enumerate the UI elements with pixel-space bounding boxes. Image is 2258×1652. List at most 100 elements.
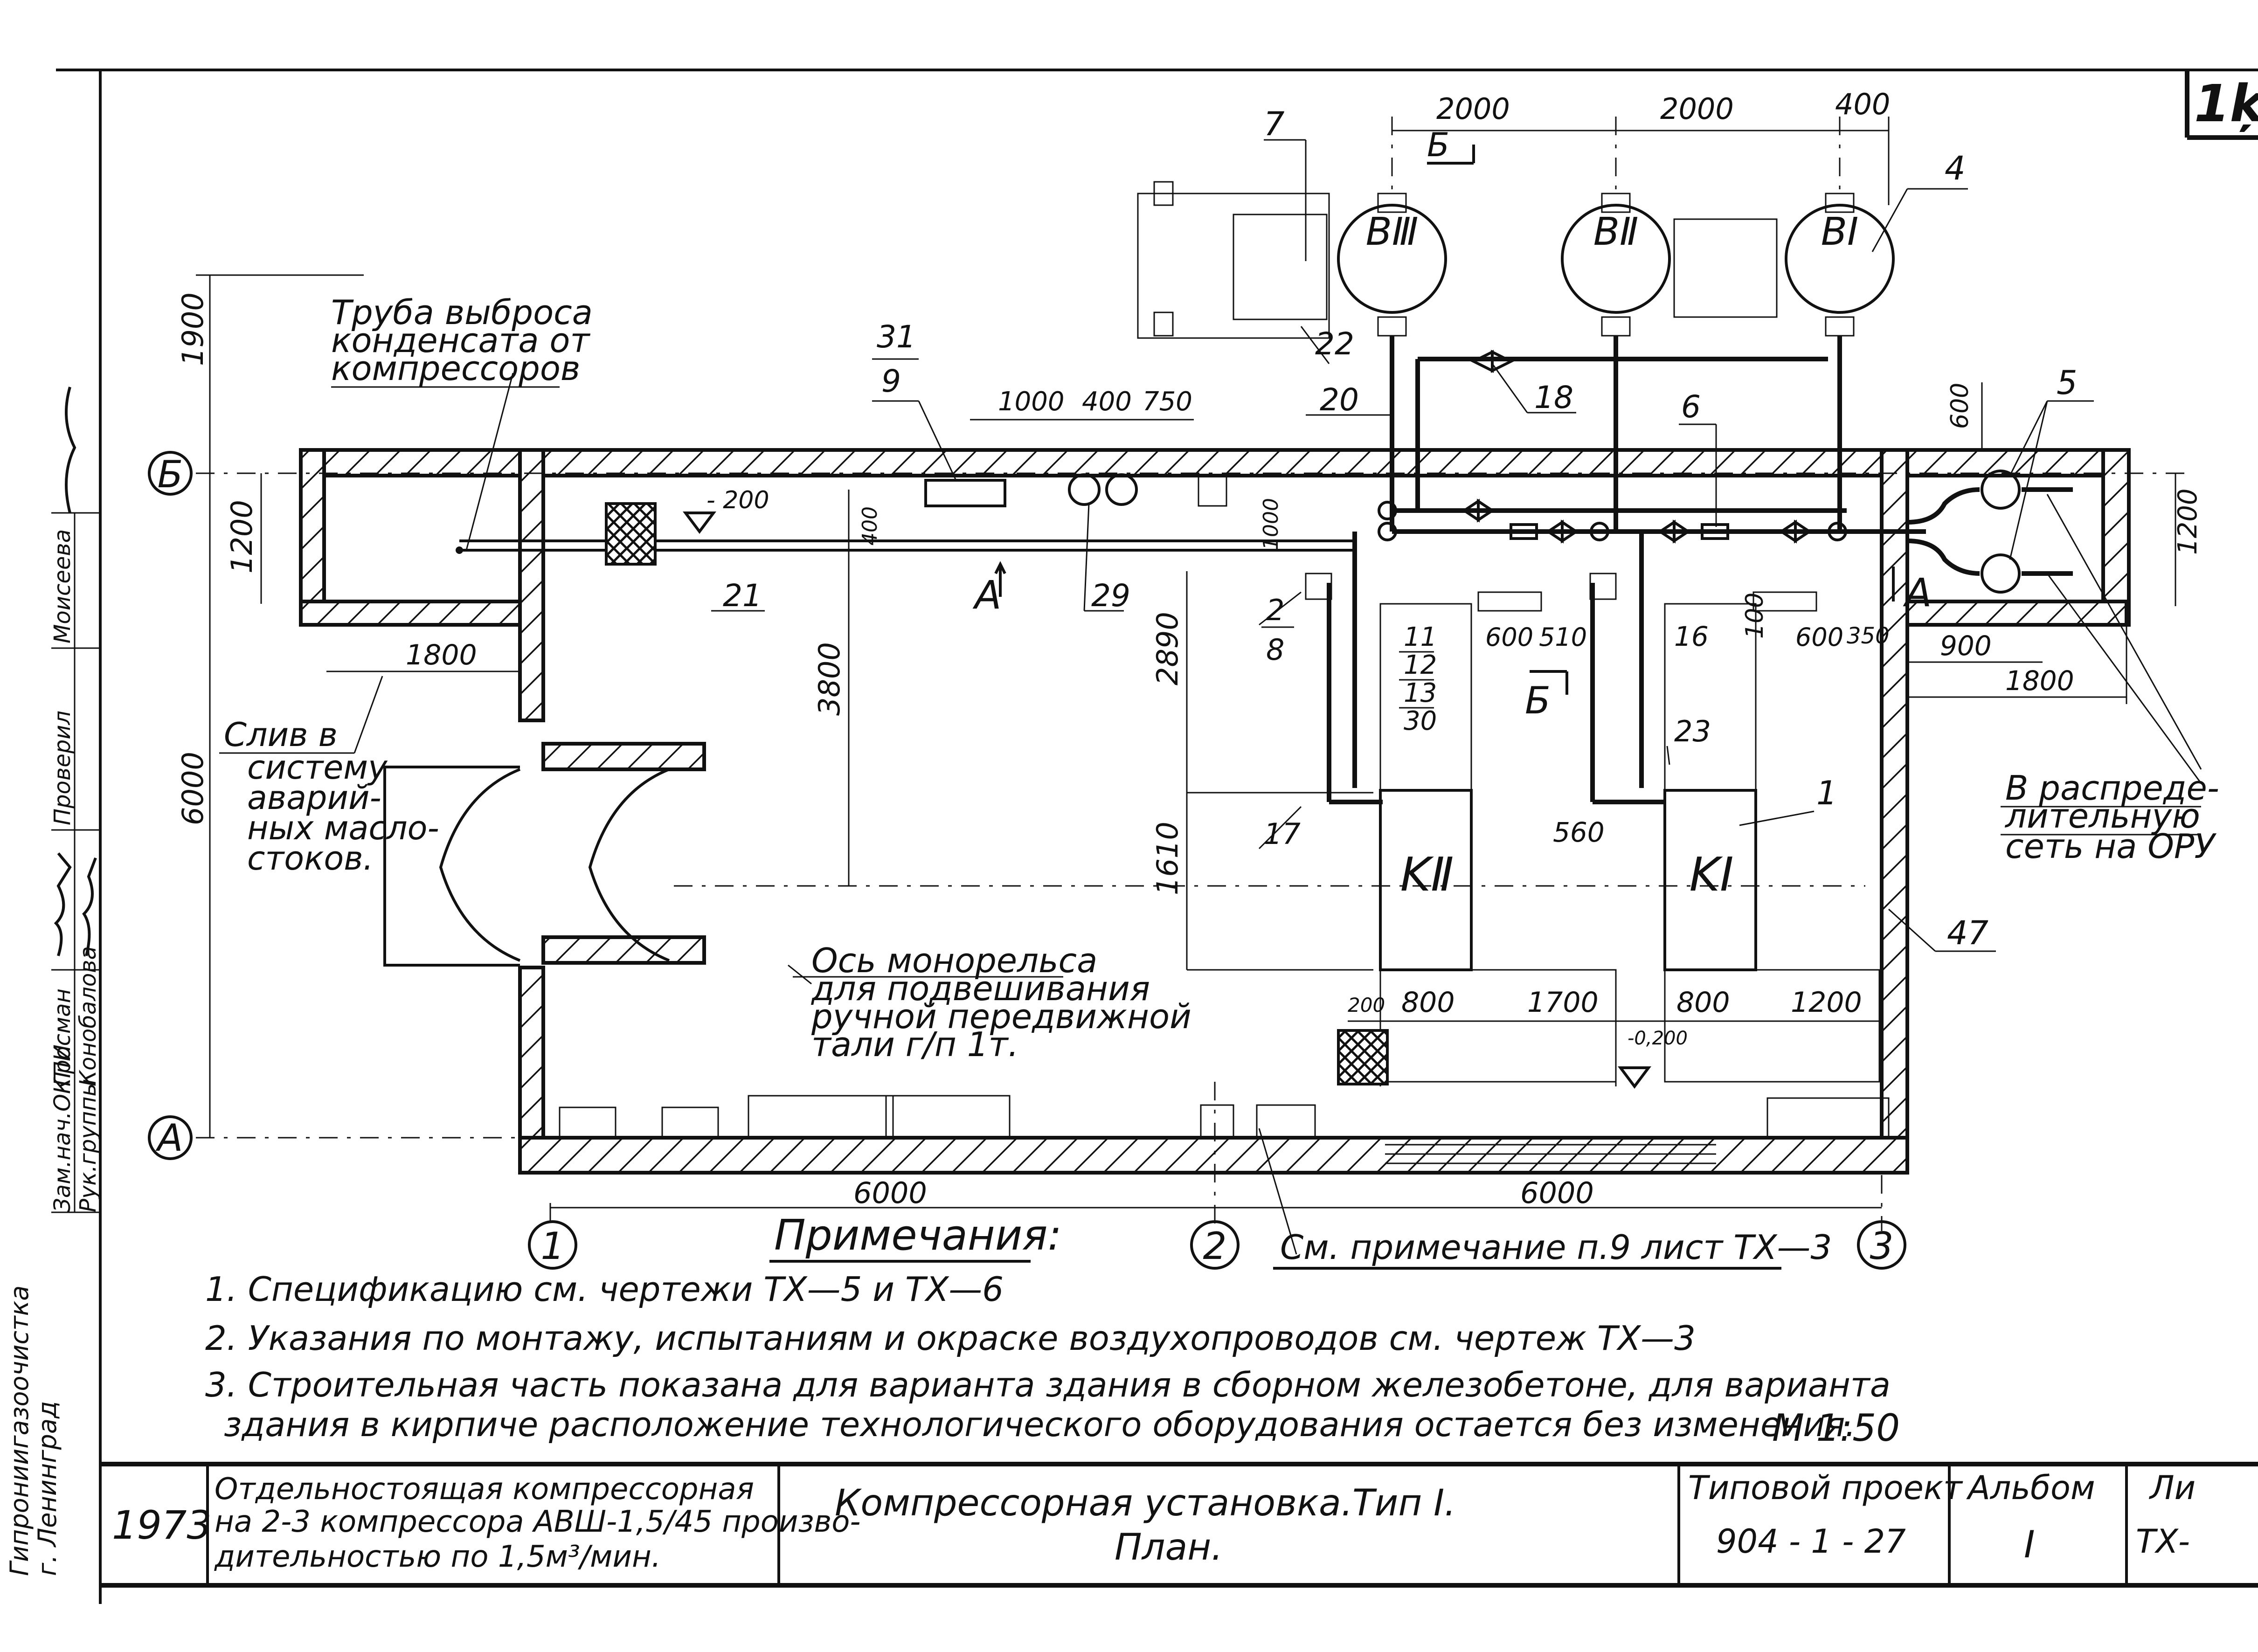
level-marker-top bbox=[683, 511, 716, 534]
svg-text:2: 2 bbox=[1203, 1224, 1227, 1268]
stamp-row2b: Конобалова bbox=[75, 946, 101, 1086]
note-1: 1. Спецификацию см. чертежи ТХ—5 и ТХ—6 bbox=[205, 1270, 1004, 1309]
title-name-type: Тип I. bbox=[1352, 1482, 1456, 1524]
callout-47: 47 bbox=[1947, 914, 1988, 952]
dim-600-right: 600 bbox=[1946, 383, 1974, 429]
sheet-frame bbox=[56, 69, 2258, 1604]
leader-lines bbox=[465, 139, 2202, 1255]
see-note-ref: См. примечание п.9 лист ТХ—3 bbox=[1273, 1228, 1832, 1270]
receiver-3-label: BⅢ bbox=[1366, 210, 1419, 254]
receiver-2-label: BⅡ bbox=[1593, 210, 1639, 254]
callout-21: 21 bbox=[723, 578, 762, 614]
compressor-2: KⅡ bbox=[1379, 603, 1473, 971]
title-year: 1973 bbox=[112, 1502, 212, 1548]
note-2: 2. Указания по монтажу, испытаниям и окр… bbox=[205, 1319, 1696, 1358]
section-mark-b-mid: Б bbox=[1525, 670, 1568, 722]
title-project-number: 904 - 1 - 27 bbox=[1716, 1522, 1906, 1561]
svg-text:сеть на ОРУ: сеть на ОРУ bbox=[2005, 827, 2216, 866]
callout-31: 31 bbox=[877, 319, 916, 355]
condensate-pipe-note: Труба выброса конденсата от компрессоров bbox=[331, 293, 593, 388]
flow-meters bbox=[1981, 470, 2021, 594]
building-walls bbox=[299, 448, 2131, 1175]
dim-1900: 1900 bbox=[176, 292, 210, 366]
title-desc-3: дительностью по 1,5м³/мин. bbox=[214, 1540, 661, 1574]
valves bbox=[1378, 350, 1847, 544]
receiver-2: BⅡ bbox=[1561, 193, 1671, 337]
svg-text:конденсата от: конденсата от bbox=[331, 321, 590, 360]
dim-6000-b: 6000 bbox=[1520, 1176, 1594, 1210]
dim-800-a: 800 bbox=[1401, 986, 1455, 1019]
callout-5: 5 bbox=[2057, 364, 2078, 402]
svg-text:Б: Б bbox=[1525, 679, 1551, 722]
callout-2: 2 bbox=[1266, 593, 1284, 627]
dim-600-c: 600 bbox=[1795, 622, 1843, 652]
svg-text:3: 3 bbox=[1870, 1224, 1894, 1268]
svg-text:для подвешивания: для подвешивания bbox=[810, 969, 1150, 1008]
svg-text:Б: Б bbox=[1427, 126, 1449, 164]
stamp-signature-2 bbox=[82, 857, 97, 956]
callout-20: 20 bbox=[1320, 382, 1359, 418]
dim-200: 200 bbox=[1348, 994, 1385, 1016]
svg-text:A: A bbox=[1903, 570, 1932, 615]
dim-6000-vert: 6000 bbox=[176, 752, 210, 825]
svg-text:ручной передвижной: ручной передвижной bbox=[811, 997, 1191, 1036]
dim-400-top: 400 bbox=[1835, 87, 1890, 121]
stamp-signature-3 bbox=[65, 387, 76, 513]
scale-label: М 1:50 bbox=[1772, 1406, 1900, 1450]
stamp-row3a: Проверил bbox=[49, 711, 76, 825]
svg-text:стоков.: стоков. bbox=[247, 839, 374, 878]
callout-6: 6 bbox=[1681, 389, 1701, 425]
svg-text:компрессоров: компрессоров bbox=[331, 349, 580, 388]
distribution-note: В распреде- лительную сеть на ОРУ bbox=[2001, 768, 2219, 866]
dim-6000-a: 6000 bbox=[853, 1176, 927, 1210]
callout-23: 23 bbox=[1674, 714, 1711, 748]
dim-900: 900 bbox=[1940, 630, 1992, 662]
receiver-1-label: BⅠ bbox=[1821, 210, 1858, 254]
stamp-signature-1 bbox=[54, 852, 72, 956]
note-3a: 3. Строительная часть показана для вариа… bbox=[205, 1365, 1891, 1404]
axis-marker-3: 3 bbox=[1857, 1220, 1906, 1270]
wall-openings bbox=[559, 1095, 1890, 1164]
callout-1: 1 bbox=[1816, 774, 1837, 812]
dim-100: 100 bbox=[1741, 593, 1769, 639]
svg-text:A: A bbox=[972, 572, 1001, 618]
axis-marker-2: 2 bbox=[1190, 1220, 1240, 1270]
callout-11: 11 bbox=[1404, 622, 1437, 652]
note-3b: здания в кирпиче расположение технологич… bbox=[224, 1405, 1856, 1444]
gate bbox=[383, 766, 670, 967]
section-mark-b-top: Б bbox=[1427, 126, 1475, 165]
callout-29: 29 bbox=[1091, 578, 1130, 614]
svg-text:Б: Б bbox=[158, 453, 183, 496]
block-left bbox=[605, 502, 657, 566]
callout-labels: 7 4 22 20 18 6 5 31 9 21 29 2 8 11 12 13… bbox=[723, 105, 2078, 952]
callout-4: 4 bbox=[1945, 149, 1966, 187]
svg-text:тали г/п 1т.: тали г/п 1т. bbox=[811, 1025, 1018, 1064]
compressor-1-label: KⅠ bbox=[1689, 847, 1733, 902]
dim-2890: 2890 bbox=[1150, 612, 1184, 685]
dim-1800-right: 1800 bbox=[2005, 665, 2074, 697]
callout-18: 18 bbox=[1534, 380, 1573, 415]
dim-800-b: 800 bbox=[1676, 986, 1730, 1019]
compressor-1: KⅠ bbox=[1663, 603, 1757, 971]
title-album-number: I bbox=[2024, 1523, 2035, 1566]
dim-1200-bottom: 1200 bbox=[1791, 986, 1862, 1019]
svg-text:систему: систему bbox=[247, 748, 388, 787]
dimension-lines bbox=[196, 117, 2176, 1209]
dim-1000: 1000 bbox=[998, 387, 1065, 417]
axis-marker-b: Б bbox=[148, 451, 193, 496]
level-marker-bottom bbox=[1618, 1066, 1651, 1089]
air-piping bbox=[456, 336, 2073, 804]
dim-3800: 3800 bbox=[812, 642, 846, 716]
callout-16: 16 bbox=[1674, 621, 1709, 652]
callout-7: 7 bbox=[1264, 105, 1285, 143]
callout-17: 17 bbox=[1264, 817, 1301, 851]
title-album-label: Альбом bbox=[1966, 1469, 2095, 1507]
svg-text:Ось монорельса: Ось монорельса bbox=[811, 941, 1097, 980]
dim-510: 510 bbox=[1539, 622, 1587, 652]
dim-400-vert: 400 bbox=[858, 506, 882, 546]
monorail-note: Ось монорельса для подвешивания ручной п… bbox=[793, 941, 1191, 1064]
callout-9: 9 bbox=[881, 363, 901, 399]
title-desc-1: Отдельностоящая компрессорная bbox=[215, 1472, 754, 1507]
dim-400-mid: 400 bbox=[1082, 387, 1132, 417]
stamp-row1a: Зам.нач.ОКПИ bbox=[49, 1044, 76, 1212]
